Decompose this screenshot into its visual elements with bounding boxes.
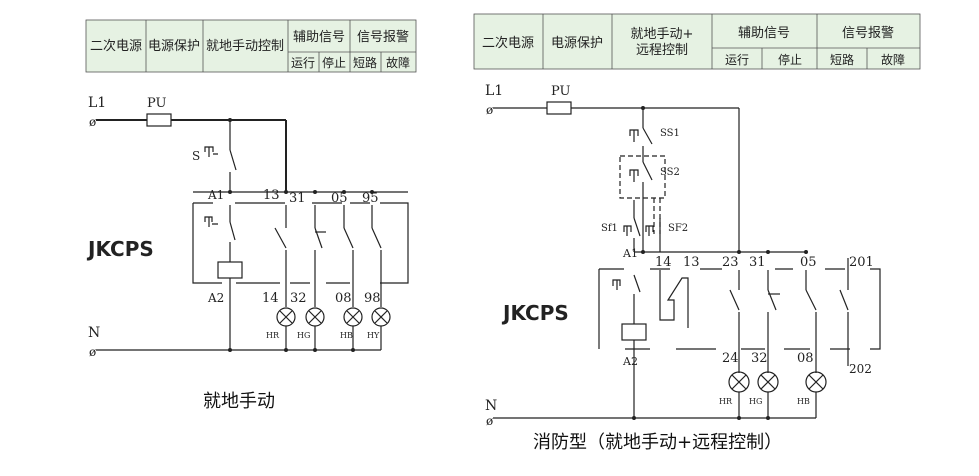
right-relay-coil-icon	[621, 323, 647, 341]
right-ss2-group	[619, 155, 666, 199]
left-label-hg: HG	[297, 331, 310, 340]
right-table-protection: 电源保护	[551, 36, 603, 51]
left-label-32: 32	[290, 291, 307, 306]
right-circuit: L1 ø PU SS1 SS2 Sf1 SF2	[485, 83, 881, 453]
right-table-power: 二次电源	[482, 35, 534, 51]
left-label-05: 05	[331, 191, 348, 206]
left-label-l1: L1	[88, 95, 106, 111]
left-lamp-hb-icon	[343, 307, 363, 327]
right-label-201: 201	[849, 255, 874, 270]
right-label-hr: HR	[719, 397, 733, 406]
right-label-14: 14	[655, 255, 672, 270]
left-n-terminal-icon: ø	[89, 345, 96, 359]
right-label-24: 24	[722, 351, 739, 366]
right-label-23: 23	[722, 255, 739, 270]
right-lamp-hg-icon	[757, 371, 779, 393]
right-label-ss1: SS1	[660, 128, 680, 139]
left-relay-coil-icon	[217, 261, 243, 279]
right-label-a2: A2	[622, 355, 638, 368]
right-label-08: 08	[797, 351, 814, 366]
left-label-pu: PU	[147, 96, 167, 111]
right-label-13: 13	[683, 255, 700, 270]
left-table-alarm: 信号报警	[357, 29, 409, 45]
right-lamp-hr-icon	[728, 371, 750, 393]
left-label-s: S	[192, 149, 200, 163]
right-function-table: 二次电源 电源保护 就地手动+ 远程控制 辅助信号 信号报警 运行 停止 短路 …	[473, 13, 921, 70]
left-table-aux: 辅助信号	[293, 30, 345, 45]
left-label-hy: HY	[367, 331, 380, 340]
right-table-aux: 辅助信号	[738, 26, 790, 41]
left-label-31: 31	[289, 191, 306, 206]
right-label-31: 31	[749, 255, 766, 270]
left-label-hb: HB	[340, 331, 353, 340]
left-label-a1: A1	[207, 188, 224, 202]
left-label-hr: HR	[266, 331, 280, 340]
left-table-fault: 故障	[386, 55, 410, 70]
right-table-control-1: 就地手动+	[631, 27, 694, 42]
left-label-13: 13	[263, 188, 280, 203]
right-caption: 消防型（就地手动+远程控制）	[533, 432, 782, 453]
right-table-run: 运行	[725, 53, 749, 67]
right-table-control-2: 远程控制	[636, 43, 688, 58]
left-lamp-hg-icon	[305, 307, 325, 327]
right-label-32: 32	[751, 351, 768, 366]
right-label-hb: HB	[797, 397, 810, 406]
left-label-95: 95	[362, 191, 379, 206]
right-label-sf2: SF2	[668, 223, 688, 234]
left-label-14: 14	[262, 291, 279, 306]
right-fuse-icon	[546, 101, 572, 115]
right-label-sf1: Sf1	[601, 223, 618, 234]
left-lamp-hy-icon	[371, 307, 391, 327]
right-label-a1: A1	[622, 247, 638, 260]
left-lamp-hr-icon	[276, 307, 296, 327]
left-circuit: L1 ø PU S A1 13 31 05 95 A2	[86, 95, 409, 412]
left-function-table: 二次电源 电源保护 就地手动控制 辅助信号 信号报警 运行 停止 短路 故障	[85, 19, 417, 73]
left-label-n: N	[88, 325, 100, 341]
right-label-l1: L1	[485, 83, 503, 99]
right-label-pu: PU	[551, 84, 571, 99]
right-lamp-hb-icon	[805, 371, 827, 393]
right-l1-terminal-icon: ø	[486, 103, 493, 117]
left-table-power: 二次电源	[90, 38, 142, 54]
right-table-short: 短路	[830, 52, 854, 67]
left-table-stop: 停止	[322, 55, 346, 70]
left-label-98: 98	[364, 291, 381, 306]
right-n-terminal-icon: ø	[486, 414, 493, 428]
left-table-short: 短路	[353, 55, 377, 70]
left-caption: 就地手动	[203, 391, 275, 412]
right-label-ss2: SS2	[660, 167, 680, 178]
right-label-05: 05	[800, 255, 817, 270]
right-label-202: 202	[849, 362, 872, 376]
left-fuse-icon	[146, 113, 172, 127]
right-label-n: N	[485, 398, 497, 414]
left-l1-terminal-icon: ø	[89, 115, 96, 129]
left-table-control: 就地手动控制	[206, 39, 284, 54]
right-model-label: JKCPS	[501, 301, 569, 325]
left-label-08: 08	[335, 291, 352, 306]
right-table-alarm: 信号报警	[842, 25, 894, 41]
right-table-fault: 故障	[881, 52, 905, 67]
left-table-protection: 电源保护	[148, 39, 200, 54]
left-label-a2: A2	[207, 291, 224, 305]
left-table-run: 运行	[291, 56, 315, 70]
right-label-hg: HG	[749, 397, 762, 406]
left-model-label: JKCPS	[86, 237, 154, 261]
right-table-stop: 停止	[778, 52, 802, 67]
